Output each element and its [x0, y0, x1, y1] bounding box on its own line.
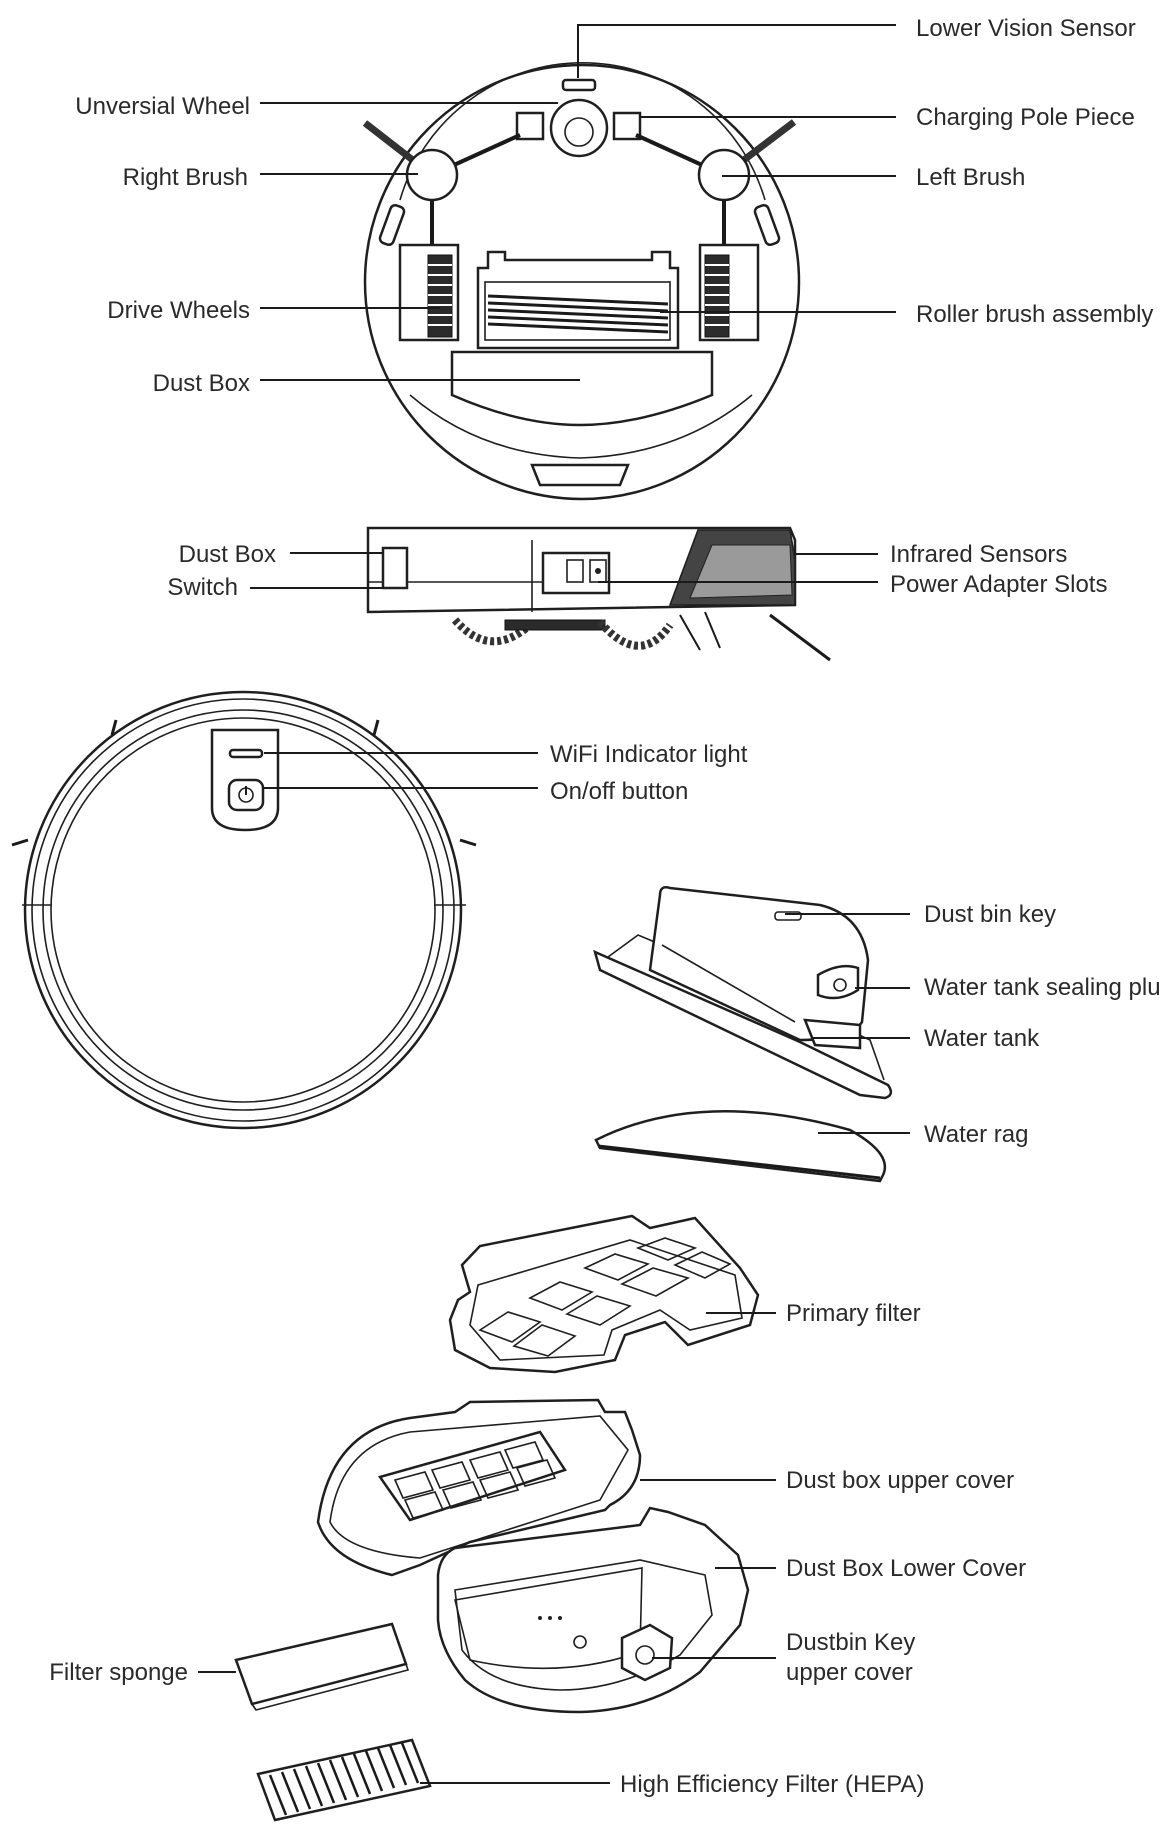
label-lower-vision-sensor: Lower Vision Sensor	[916, 15, 1136, 42]
label-on-off-button: On/off button	[550, 778, 688, 805]
label-dust-box-lower-cover: Dust Box Lower Cover	[786, 1555, 1026, 1582]
hepa-filter-illustration	[256, 1738, 432, 1822]
dust-box-illustration	[316, 1398, 750, 1714]
dust-box-leader-lines	[640, 1312, 776, 1659]
bottom-view-labels: Lower Vision Sensor Unversial Wheel Char…	[75, 15, 1153, 397]
label-dustbin-key-line1: Dustbin Key	[786, 1629, 915, 1656]
label-unversial-wheel: Unversial Wheel	[75, 93, 250, 120]
label-right-brush: Right Brush	[123, 164, 248, 191]
water-tank-labels: Dust bin key Water tank sealing plu Wate…	[924, 901, 1161, 1148]
label-dust-box-upper-cover: Dust box upper cover	[786, 1467, 1014, 1494]
label-left-brush: Left Brush	[916, 164, 1025, 191]
label-water-rag: Water rag	[924, 1121, 1028, 1148]
primary-filter-illustration	[448, 1214, 760, 1374]
bottom-view-illustration	[362, 62, 801, 501]
label-dust-bin-key: Dust bin key	[924, 901, 1056, 928]
label-dust-box-bottom: Dust Box	[153, 370, 250, 397]
label-power-adapter-slots: Power Adapter Slots	[890, 571, 1107, 598]
label-dustbin-key-line2: upper cover	[786, 1659, 913, 1686]
bottom-view-leader-lines	[260, 24, 896, 381]
label-switch: Switch	[167, 574, 238, 601]
water-tank-leader-lines	[785, 913, 910, 1134]
label-infrared-sensors: Infrared Sensors	[890, 541, 1067, 568]
label-water-tank: Water tank	[924, 1025, 1040, 1052]
label-dust-box-side: Dust Box	[179, 541, 276, 568]
label-roller-brush-assembly: Roller brush assembly	[916, 301, 1153, 328]
top-view-leader-lines	[262, 752, 538, 789]
top-view-labels: WiFi Indicator light On/off button	[550, 741, 748, 805]
label-water-tank-sealing-plug: Water tank sealing plu	[924, 974, 1161, 1001]
label-charging-pole-piece: Charging Pole Piece	[916, 104, 1135, 131]
label-filter-sponge: Filter sponge	[49, 1659, 188, 1686]
filter-sponge-illustration	[234, 1622, 410, 1711]
top-view-illustration	[11, 690, 477, 1130]
side-view-leader-lines	[250, 552, 878, 589]
dust-box-labels: Primary filter Dust box upper cover Dust…	[786, 1300, 1026, 1686]
water-tank-illustration	[593, 886, 893, 1183]
label-hepa-filter: High Efficiency Filter (HEPA)	[620, 1771, 925, 1798]
label-wifi-indicator-light: WiFi Indicator light	[550, 741, 748, 768]
label-primary-filter: Primary filter	[786, 1300, 921, 1327]
side-view-illustration	[366, 526, 831, 662]
side-view-labels: Dust Box Switch Infrared Sensors Power A…	[167, 541, 1107, 601]
label-drive-wheels: Drive Wheels	[107, 297, 250, 324]
